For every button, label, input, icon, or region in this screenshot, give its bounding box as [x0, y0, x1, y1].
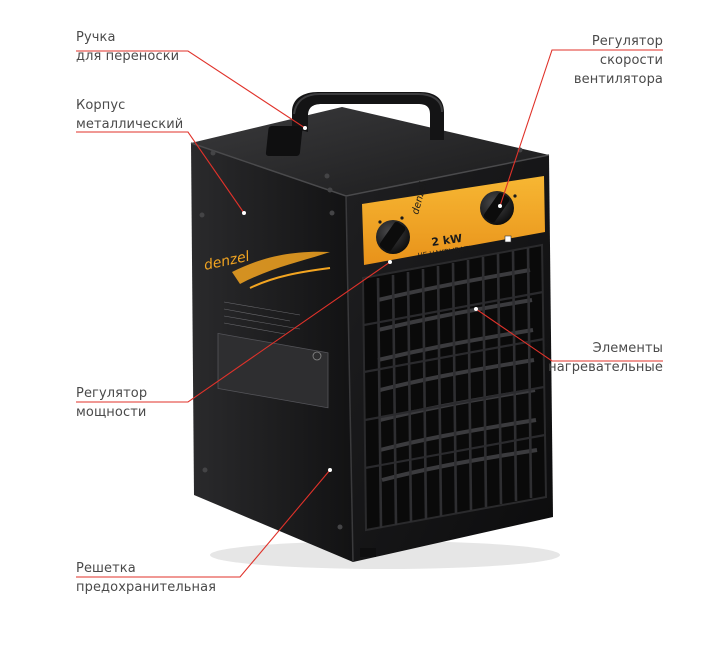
callout-handle: Ручка для переноски: [76, 28, 179, 66]
leader-fan-speed: [499, 49, 663, 207]
callout-grille: Решетка предохранительная: [76, 559, 216, 597]
callout-handle-line2: для переноски: [76, 49, 180, 64]
leader-lines: [76, 49, 663, 578]
power-label: 2 kW: [431, 232, 463, 249]
callout-heating-line1: Элементы: [592, 341, 663, 356]
callout-heating: Элементы нагревательные: [548, 339, 663, 377]
callout-grille-line1: Решетка: [76, 561, 136, 576]
leader-power: [76, 261, 391, 403]
side-swoosh: [232, 251, 330, 284]
leader-heating: [475, 308, 663, 362]
callout-housing-line2: металлический: [76, 117, 184, 132]
leader-housing: [76, 131, 245, 214]
callout-fan-speed: Регулятор скорости вентилятора: [574, 32, 663, 89]
callout-handle-line1: Ручка: [76, 30, 116, 45]
heater-image: denzel denzel 2 kW НЕ НАКРЫВАТЬ: [190, 92, 560, 569]
leader-handle: [76, 50, 306, 129]
callout-housing: Корпус металлический: [76, 96, 183, 134]
safety-grille: [376, 247, 533, 529]
power-knob: [376, 216, 410, 254]
callout-fan-speed-line1: Регулятор: [591, 34, 663, 49]
callout-power-line2: мощности: [76, 405, 147, 420]
fan-speed-knob: [480, 191, 517, 225]
callout-housing-line1: Корпус: [76, 98, 126, 113]
carry-handle: [265, 92, 444, 156]
callout-heating-line2: нагревательные: [548, 360, 663, 375]
callout-fan-speed-line2: скорости: [599, 53, 663, 68]
callout-fan-speed-line3: вентилятора: [573, 72, 663, 87]
leader-grille: [76, 469, 331, 578]
callout-power: Регулятор мощности: [76, 384, 147, 422]
callout-power-line1: Регулятор: [76, 386, 148, 401]
callout-grille-line2: предохранительная: [76, 580, 217, 595]
